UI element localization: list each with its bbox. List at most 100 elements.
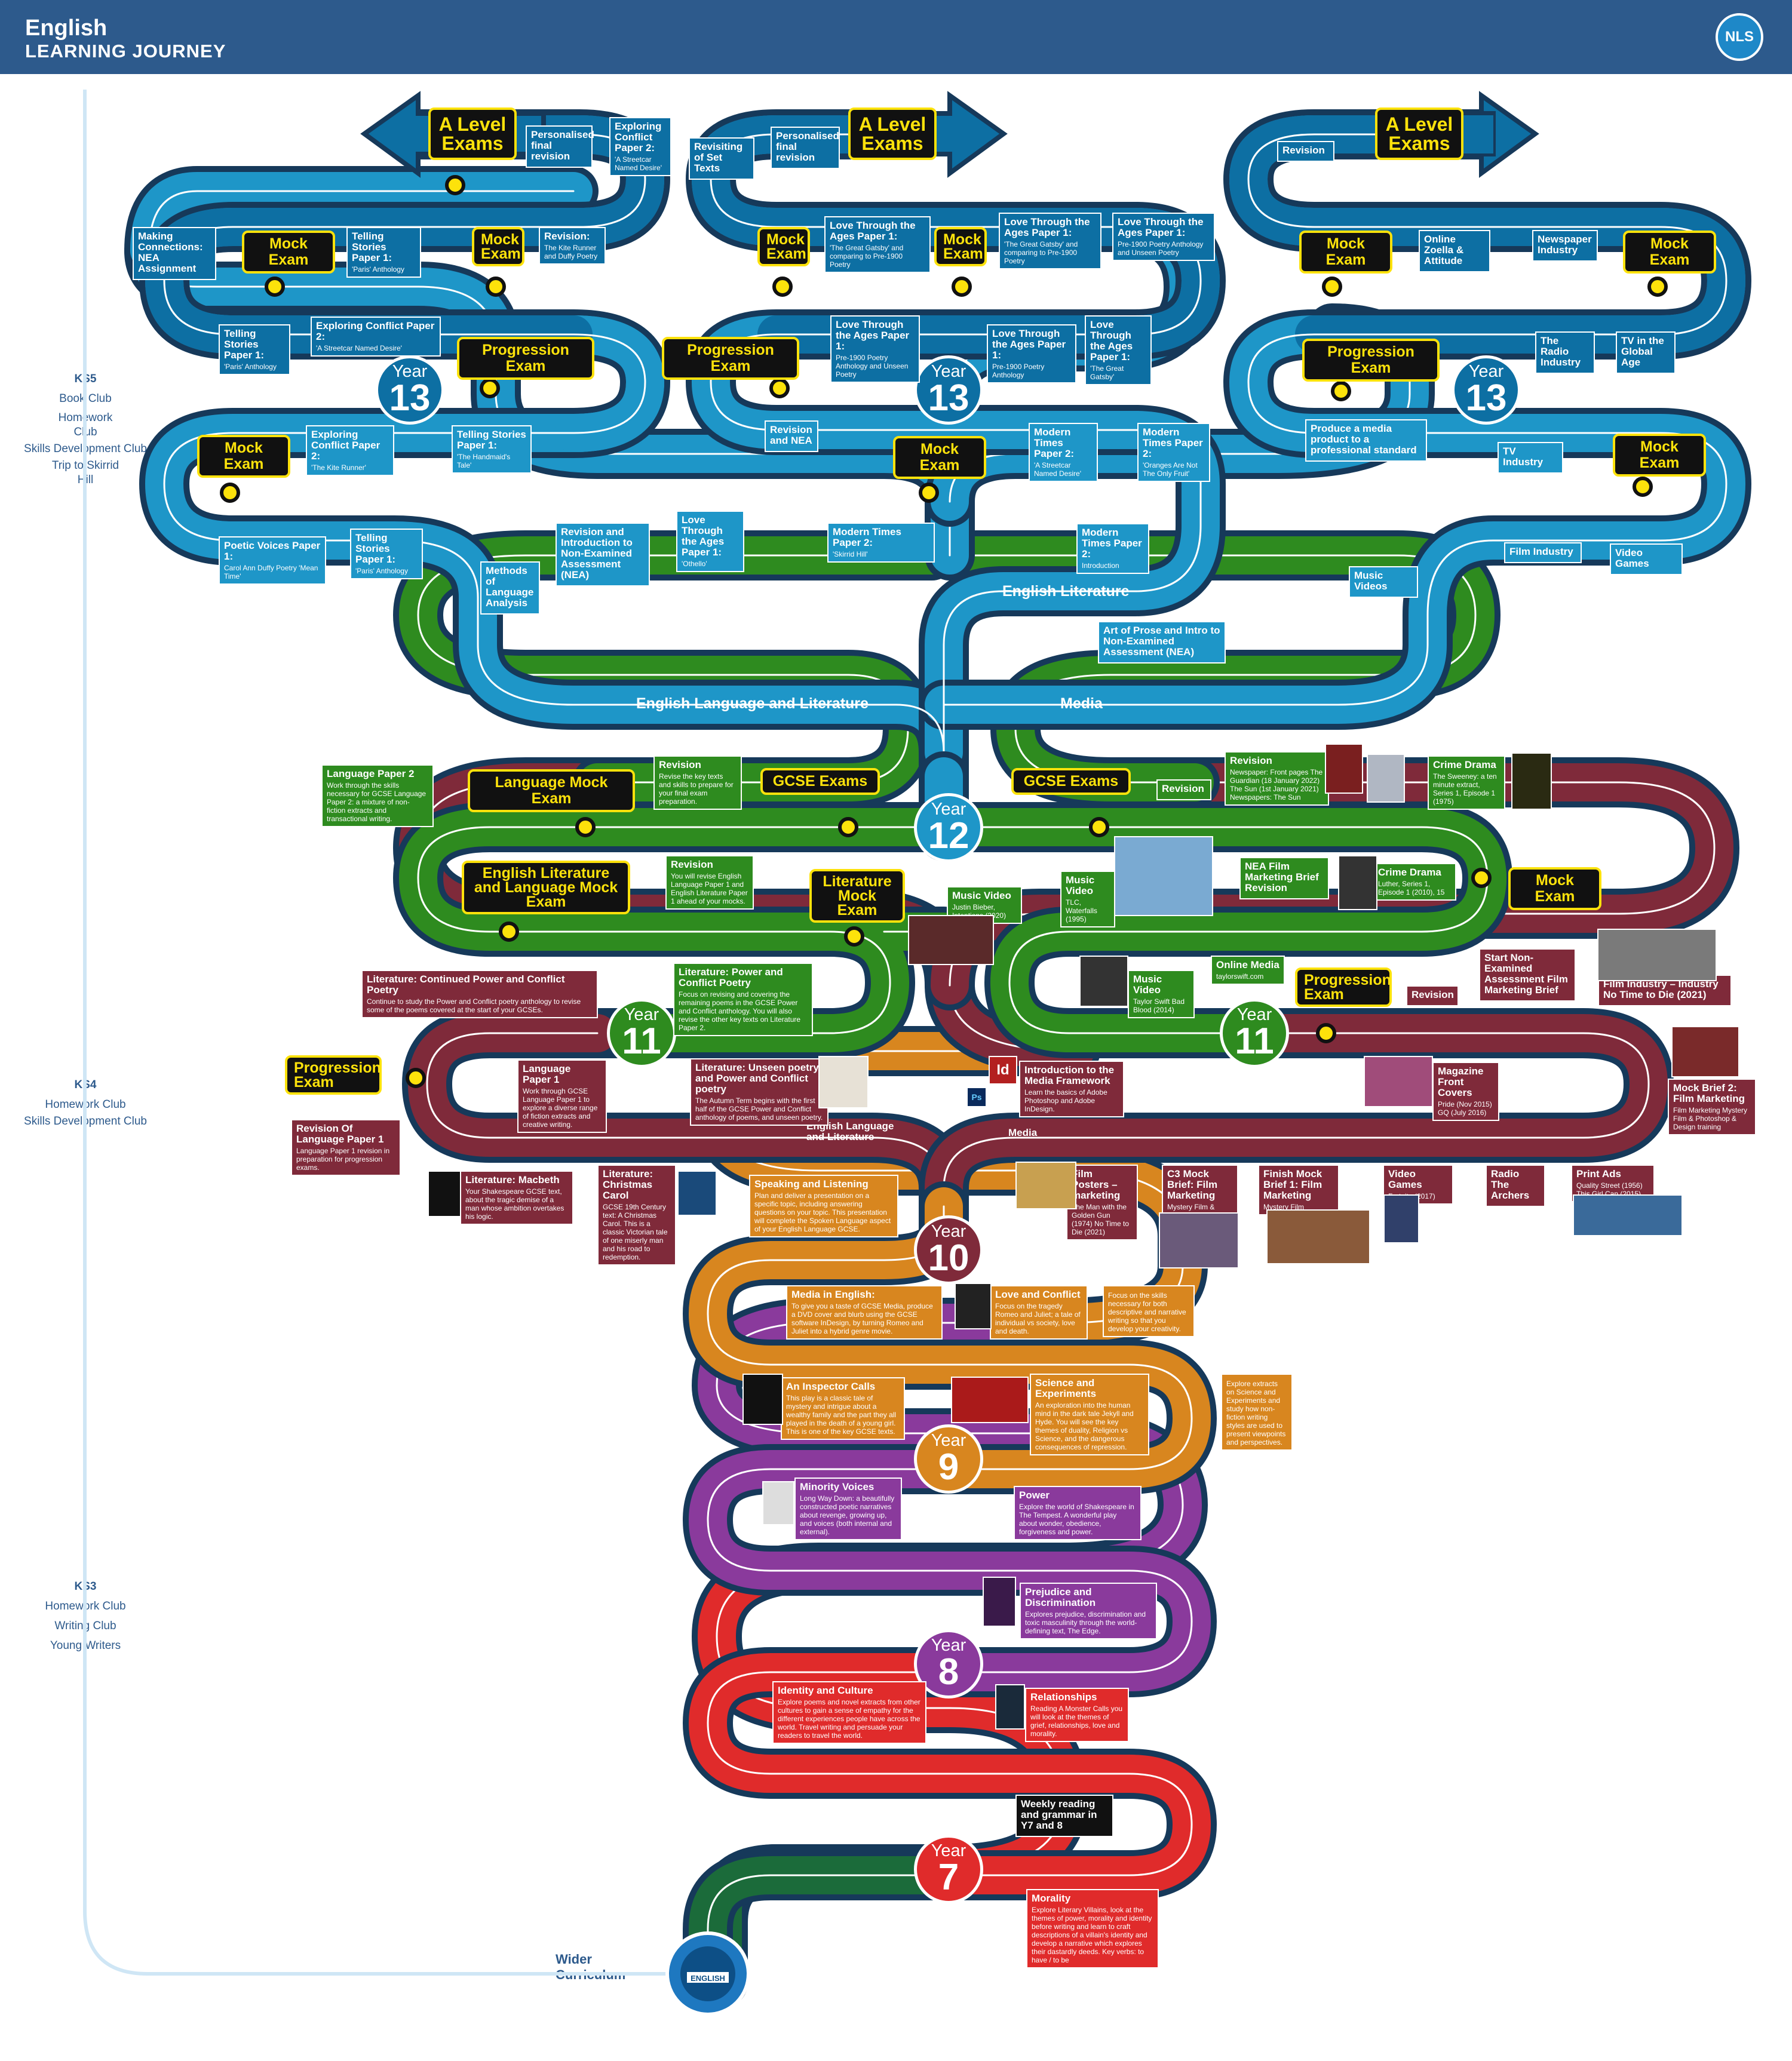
header-bar: English LEARNING JOURNEY NLS [0, 0, 1792, 74]
topic-title: Revisiting of Set Texts [694, 141, 743, 174]
topic-box-a11: Telling Stories Paper 1:'Paris' Antholog… [350, 529, 423, 579]
topic-title: Revision Of Language Paper 1 [296, 1123, 384, 1145]
mock-exam-3: Mock Exam [757, 227, 810, 266]
topic-title: Start Non-Examined Assessment Film Marke… [1484, 952, 1568, 996]
topic-box-o2: Media in English:To give you a taste of … [786, 1285, 943, 1340]
topic-detail: 'Paris' Anthology [224, 363, 277, 371]
milestone-dots-lower [406, 817, 1492, 1088]
topic-title: Revision [1230, 755, 1272, 766]
topic-detail: Work through the skills necessary for GC… [327, 781, 426, 823]
topic-box-m3: Literature: Unseen poetry and Power and … [690, 1058, 829, 1126]
topic-detail: 'Skirrid Hill' [833, 550, 868, 558]
film-poster-image [1671, 1026, 1739, 1077]
topic-box-b6: Love Through the Ages Paper 1:Pre-1900 P… [830, 315, 920, 383]
milestone-dot [499, 922, 519, 942]
topic-title: Revision and NEA [770, 424, 812, 446]
topic-title: Relationships [1030, 1691, 1097, 1703]
topic-title: Revision [1282, 145, 1325, 156]
topic-title: Modern Times Paper 2: [1143, 426, 1203, 459]
topic-detail: Pride (Nov 2015) GQ (July 2016) [1438, 1100, 1492, 1117]
progression-exam-1: Progression Exam [457, 337, 594, 380]
romeo-juliet-image [955, 1283, 992, 1329]
print-ad-image [1573, 1194, 1683, 1236]
topic-title: Media in English: [791, 1289, 875, 1300]
topic-box-a2: Exploring Conflict Paper 2:'A Streetcar … [609, 117, 671, 176]
no-time-to-die-image [1597, 929, 1717, 981]
topic-box-g5: Revision [1156, 779, 1211, 800]
topic-detail: Focus on the tragedy Romeo and Juliet; a… [995, 1302, 1081, 1335]
mock-exam-4: Mock Exam [934, 227, 987, 266]
milestone-dot [220, 483, 240, 503]
milestone-dot [844, 926, 864, 947]
topic-box-b3: Love Through the Ages Paper 1:'The Great… [824, 216, 931, 273]
topic-title: Produce a media product to a professiona… [1311, 423, 1417, 456]
mock-exam-2: Mock Exam [472, 227, 524, 266]
topic-box-b10: Modern Times Paper 2:'A Streetcar Named … [1029, 423, 1098, 482]
topic-detail: 'Othello' [682, 560, 707, 568]
topic-title: Identity and Culture [778, 1685, 873, 1696]
topic-detail: You will revise English Language Paper 1… [671, 872, 748, 905]
topic-detail: 'The Handmaid's Tale' [457, 453, 511, 469]
topic-title: Love Through the Ages Paper 1: [830, 220, 916, 242]
topic-detail: Pre-1900 Poetry Anthology [992, 363, 1045, 379]
magazine-image [1364, 1056, 1433, 1107]
topic-box-b7: Love Through the Ages Paper 1:Pre-1900 P… [987, 324, 1076, 383]
jekyll-hyde-image [951, 1377, 1029, 1423]
topic-detail: Explore poems and novel extracts from ot… [778, 1698, 920, 1740]
topic-title: Introduction to the Media Framework [1024, 1064, 1115, 1086]
topic-box-b15: Art of Prose and Intro to Non-Examined A… [1098, 621, 1226, 664]
topic-title: Love Through the Ages Paper 1: [1090, 319, 1133, 363]
topic-detail: The Kite Runner and Duffy Poetry [544, 244, 598, 260]
topic-title: Film Industry – Industry No Time to Die … [1603, 978, 1719, 1000]
topic-box-m1: Literature: Continued Power and Conflict… [361, 970, 598, 1018]
branch-label-media: Media [1060, 695, 1103, 712]
milestone-dot [1322, 277, 1342, 297]
macbeth-image [428, 1171, 461, 1217]
mock-exam-6: Mock Exam [1623, 231, 1716, 274]
crime-drama-image [1511, 752, 1552, 810]
topic-title: Love Through the Ages Paper 1: [1118, 216, 1204, 238]
topic-detail: Introduction [1082, 561, 1119, 570]
topic-title: Literature: Christmas Carol [603, 1168, 653, 1201]
topic-title: Science and Experiments [1035, 1377, 1097, 1399]
topic-detail: Explore the world of Shakespeare in The … [1019, 1503, 1134, 1536]
topic-title: Telling Stories Paper 1: [352, 231, 392, 263]
topic-title: Exploring Conflict Paper 2: [316, 320, 435, 342]
topic-box-c3: Newspaper Industry [1532, 230, 1598, 262]
branch-label-y10-media: Media [1008, 1127, 1038, 1138]
road-year11-media [931, 530, 1501, 807]
topic-title: C3 Mock Brief: Film Marketing [1167, 1168, 1218, 1201]
topic-detail: 'The Kite Runner' [311, 463, 366, 472]
milestone-dot [952, 277, 972, 297]
topic-title: Poetic Voices Paper 1: [224, 540, 321, 562]
topic-box-a10: Poetic Voices Paper 1:Carol Ann Duffy Po… [219, 536, 326, 585]
topic-title: Telling Stories Paper 1: [355, 532, 396, 565]
topic-title: Modern Times Paper 2: [1082, 527, 1142, 560]
the-edge-image [983, 1577, 1016, 1627]
topic-title: Literature: Unseen poetry and Power and … [695, 1062, 819, 1095]
topic-title: Morality [1032, 1893, 1071, 1904]
topic-box-b12: Love Through the Ages Paper 1:'Othello' [676, 511, 744, 572]
branch-label-eng-lit: English Literature [1002, 583, 1130, 600]
mock-exam-1: Mock Exam [242, 231, 335, 274]
topic-detail: The Sweeney: a ten minute extract, Serie… [1433, 772, 1497, 806]
milestone-dots [220, 175, 1668, 503]
topic-detail: The Man with the Golden Gun (1974) No Ti… [1072, 1203, 1130, 1236]
topic-title: Music Video [952, 890, 1011, 901]
progression-exam-4: Progression Exam [1295, 967, 1392, 1007]
topic-title: Film Industry [1509, 546, 1573, 557]
